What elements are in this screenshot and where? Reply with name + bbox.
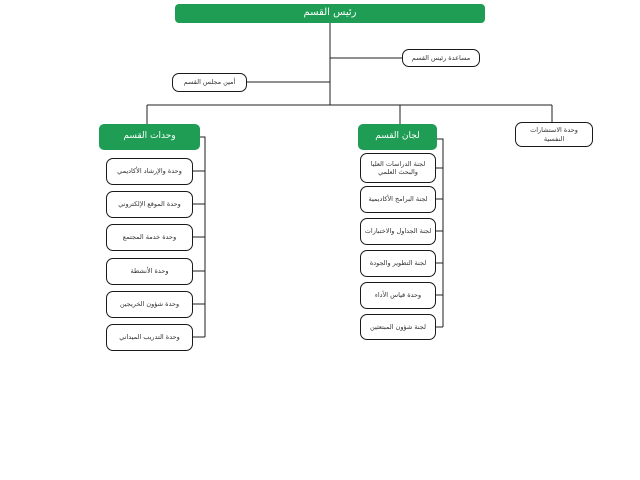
org-node-unit: وحدة الأنشطة	[106, 258, 193, 285]
org-node-units-header: وحدات القسم	[99, 124, 200, 150]
org-node-committees-header: لجان القسم	[358, 124, 437, 150]
connector-committees-spine	[436, 138, 444, 328]
org-node-unit: وحدة والإرشاد الأكاديمي	[106, 158, 193, 185]
org-node-committee: لجنة التطوير والجودة	[360, 250, 436, 277]
org-node-committee: لجنة الدراسات العليا والبحث العلمي	[360, 153, 436, 183]
org-node-unit: وحدة خدمة المجتمع	[106, 224, 193, 251]
org-node-psych-consultations-unit: وحدة الاستشارات النفسية	[515, 122, 593, 147]
org-node-committee: لجنة البرامج الأكاديمية	[360, 186, 436, 213]
org-node-unit: وحدة التدريب الميداني	[106, 324, 193, 351]
org-node-assistant: مساعدة رئيس القسم	[402, 49, 480, 67]
org-node-unit: وحدة الموقع الإلكتروني	[106, 191, 193, 218]
org-node-unit: وحدة شؤون الخريجين	[106, 291, 193, 318]
org-node-committee: لجنة شؤون المبتعثين	[360, 314, 436, 340]
org-node-committee: لجنة الجداول والاختبارات	[360, 218, 436, 245]
org-node-council-secretary: أمين مجلس القسم	[172, 73, 247, 92]
org-node-committee: وحدة قياس الأداء	[360, 282, 436, 309]
org-node-department-head: رئيس القسم	[175, 4, 485, 23]
connector-units-spine	[193, 136, 206, 338]
